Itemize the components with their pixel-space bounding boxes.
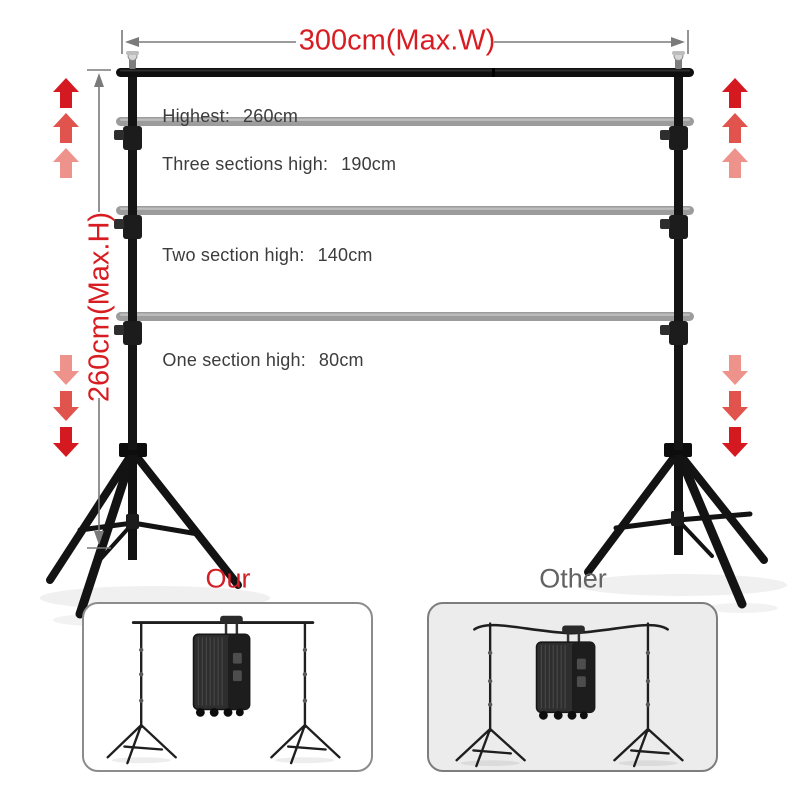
height-option-two-sections: Two section high: 140cm [152, 224, 373, 266]
our-title: Our [205, 563, 251, 594]
panel-right-tripod [613, 727, 684, 768]
height-option-value: 80cm [318, 350, 364, 370]
height-option-label: Two section high: [162, 245, 305, 265]
up-arrow-icon [53, 113, 79, 143]
panel-left-tripod [106, 723, 177, 765]
height-option-one-section: One section high: 80cm [152, 329, 364, 371]
ghost-crossbar-140cm [116, 206, 694, 215]
down-arrow-icon [53, 391, 79, 421]
max-width-label: 300cm(Max.W) [298, 24, 496, 57]
pole-dots [487, 650, 651, 707]
other-title: Other [539, 563, 607, 594]
right-down-arrows [722, 355, 748, 457]
up-arrow-icon [722, 78, 748, 108]
height-option-label: Highest: [162, 106, 231, 126]
height-option-label: One section high: [162, 350, 306, 370]
other-stand-drawing [455, 622, 684, 768]
up-arrow-icon [53, 78, 79, 108]
panel-left-tripod [455, 727, 526, 768]
top-crossbar [116, 68, 694, 77]
down-arrow-icon [53, 355, 79, 385]
suitcase-icon [192, 615, 251, 717]
right-tripod [584, 443, 768, 609]
down-arrow-icon [722, 355, 748, 385]
up-arrow-icon [722, 148, 748, 178]
right-up-arrows [722, 78, 748, 178]
left-pole [128, 70, 137, 450]
down-arrow-icon [722, 427, 748, 457]
our-stand-drawing [106, 615, 341, 765]
down-arrow-icon [722, 391, 748, 421]
down-arrow-icon [53, 427, 79, 457]
height-option-three-sections: Three sections high: 190cm [152, 133, 396, 175]
max-height-label: 260cm(Max.H) [83, 211, 116, 403]
pole-dots [139, 647, 308, 703]
left-down-arrows [53, 355, 79, 457]
height-option-value: 260cm [243, 106, 299, 126]
up-arrow-icon [722, 113, 748, 143]
sagging-crossbar [473, 623, 669, 635]
suitcase-icon [535, 625, 596, 720]
height-option-highest: Highest: 260cm [152, 85, 298, 127]
height-option-value: 190cm [341, 154, 397, 174]
height-option-label: Three sections high: [162, 154, 329, 174]
height-option-value: 140cm [317, 245, 373, 265]
left-up-arrows [53, 78, 79, 178]
our-comparison-panel [82, 602, 373, 772]
right-pole [674, 70, 683, 450]
panel-right-tripod [270, 723, 341, 765]
other-comparison-panel [427, 602, 718, 772]
up-arrow-icon [53, 148, 79, 178]
ghost-crossbar-80cm [116, 312, 694, 321]
